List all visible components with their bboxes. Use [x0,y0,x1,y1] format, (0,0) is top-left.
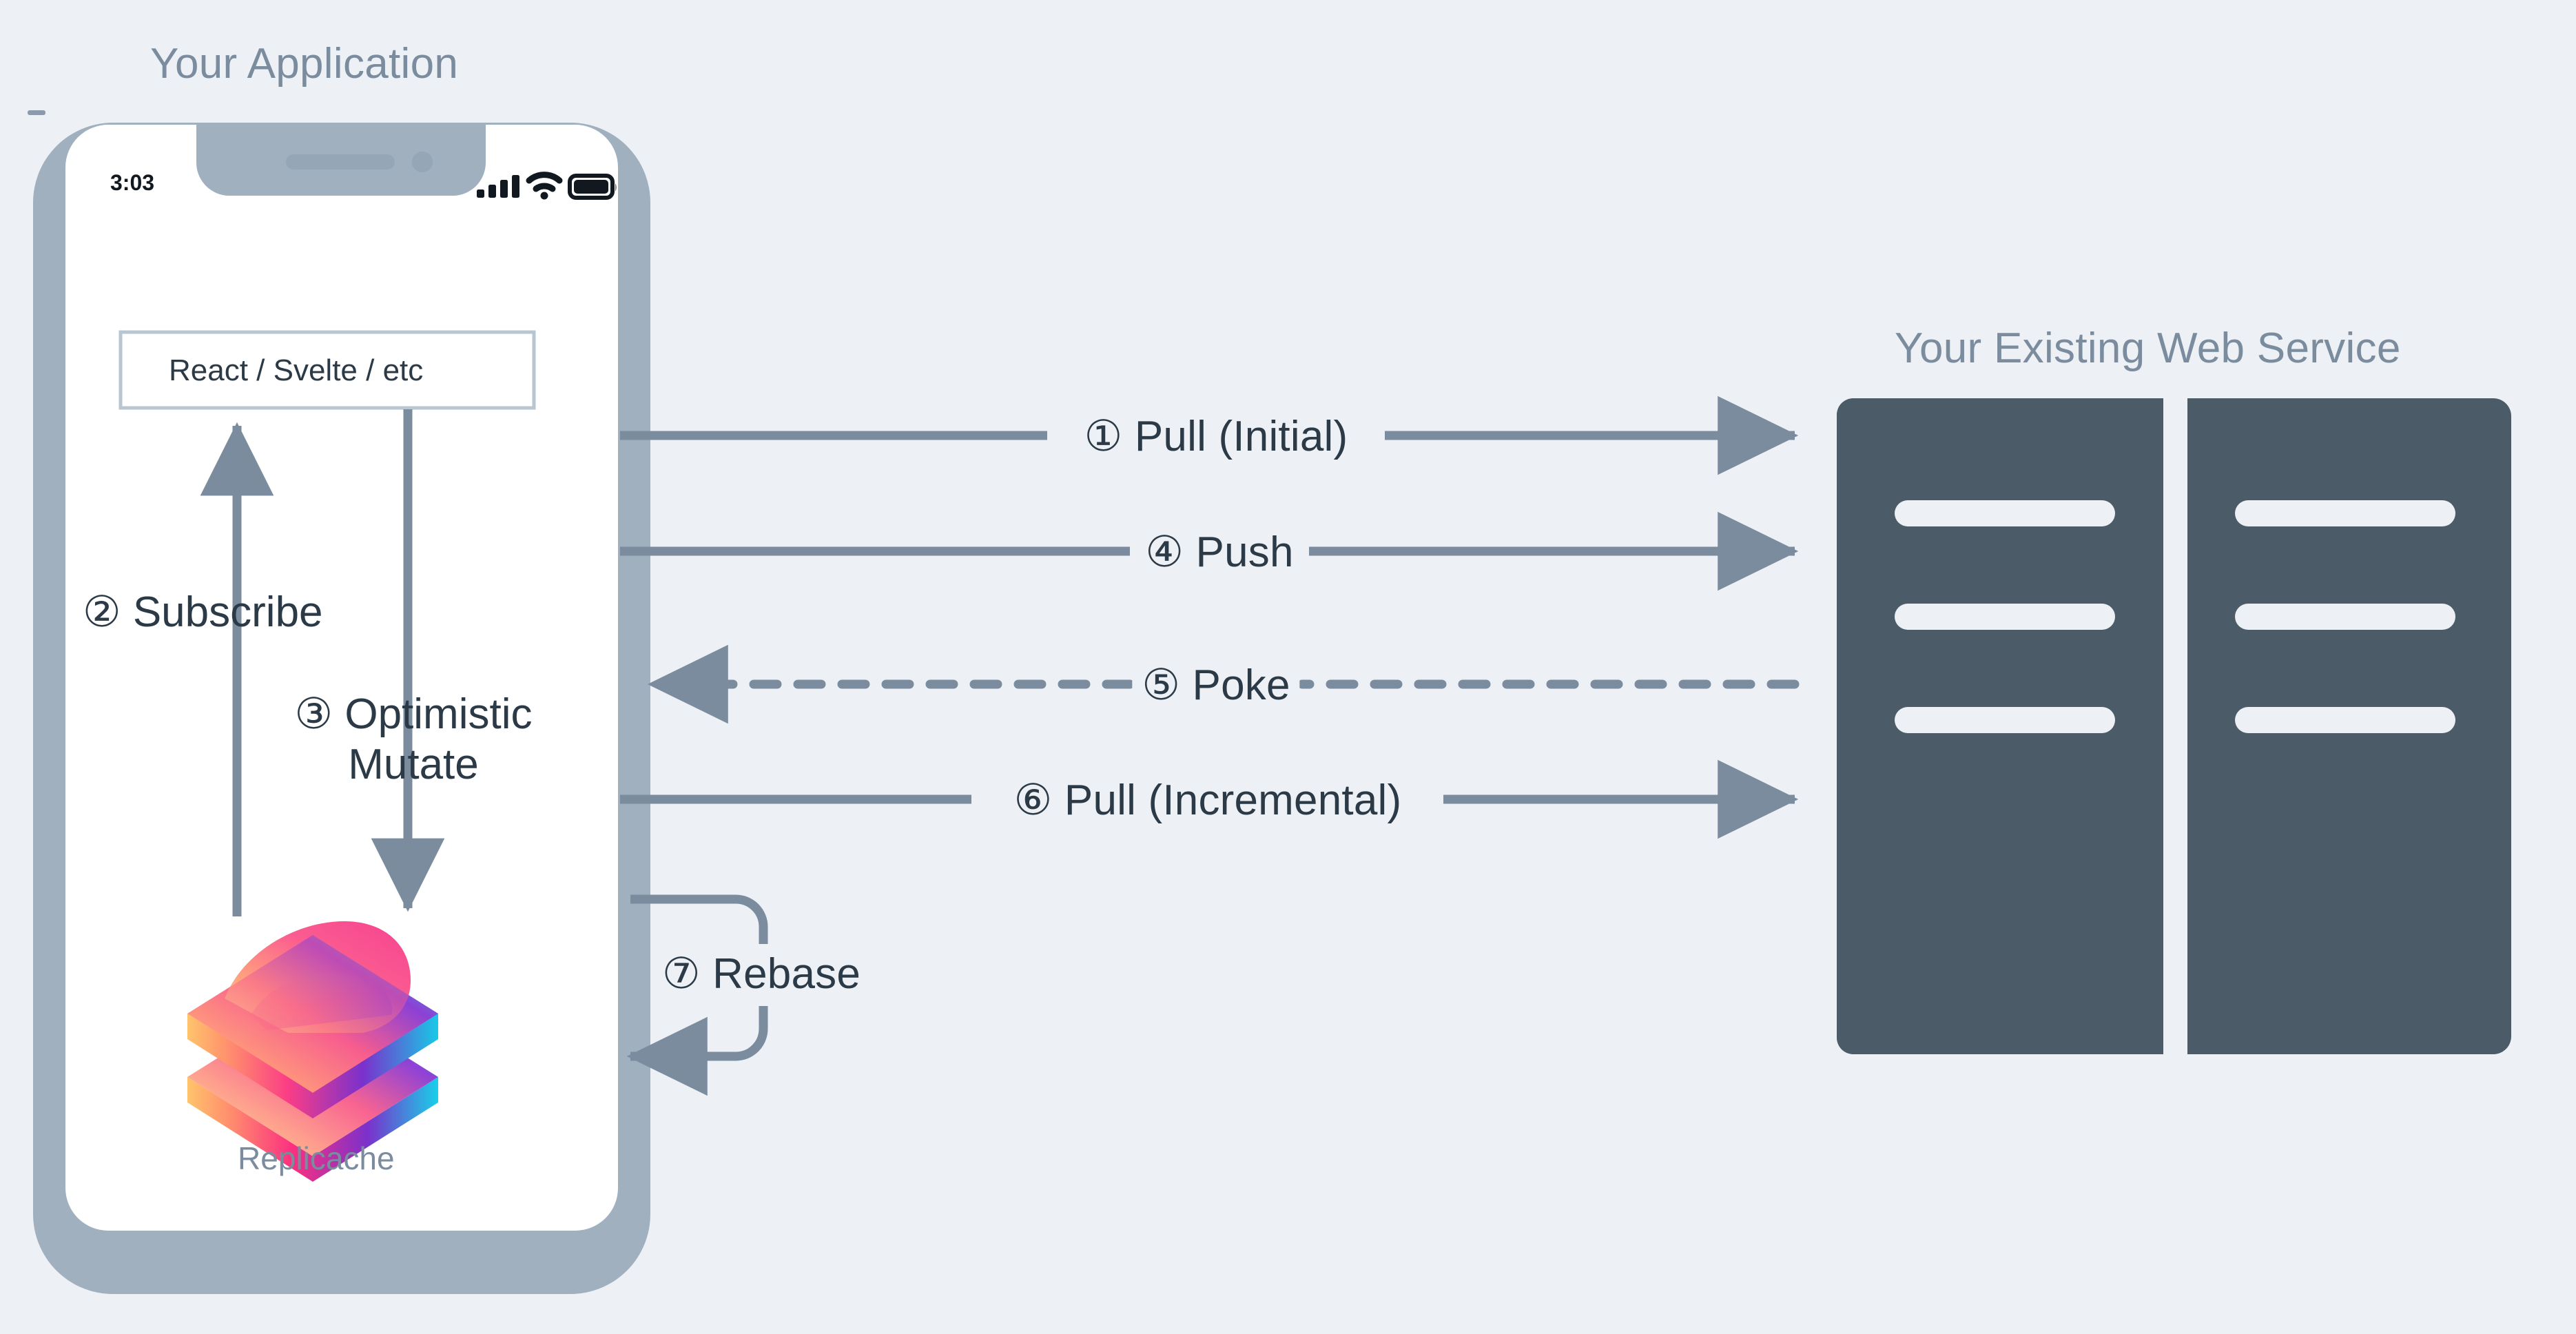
flow-label-poke: ⑤ Poke [1132,655,1300,713]
flow-label-rebase: ⑦ Rebase [652,944,871,1002]
server-bar [1895,500,2115,526]
framework-box-label: React / Svelte / etc [169,353,424,387]
internal-arrows [200,409,445,916]
server-bar [2235,604,2455,630]
flow-line-rebase [626,894,768,1096]
front-camera-icon [412,152,433,172]
framework-box [119,330,536,410]
server-bar [1895,604,2115,630]
status-bar-icons [477,172,617,200]
step-mutate-text-line2: Mutate [348,741,479,789]
phone-device [33,123,650,1294]
flow-label-pull-incremental: ⑥ Pull (Incremental) [1004,770,1412,828]
phone-notch [196,125,486,196]
server-bar [2235,500,2455,526]
flow-label-pull-initial: ① Pull (Initial) [1074,407,1358,464]
flow-label-push: ④ Push [1135,522,1304,580]
status-bar-time: 3:03 [110,170,155,195]
step-subscribe-number: ② [83,588,121,636]
server-rack-right [2187,398,2511,1054]
step-subscribe-label: ② Subscribe [83,587,386,637]
wifi-icon [526,172,563,200]
server-bar [1895,707,2115,733]
server-bar [2235,707,2455,733]
server-rack-left [1837,398,2163,1054]
step-mutate-label: ③ Optimistic Mutate [262,689,565,790]
client-title: Your Application [150,40,459,88]
step-subscribe-text: Subscribe [132,588,323,636]
step-mutate-number: ③ [294,690,333,738]
speaker-grille [286,154,395,170]
tick-mark [28,110,45,115]
step-mutate-text-line1: Optimistic [344,690,533,738]
battery-icon [568,174,617,200]
replicache-logo [187,921,438,1182]
server-group [1837,398,2511,1054]
server-title: Your Existing Web Service [1895,325,2401,372]
replicache-label: Replicache [238,1140,395,1176]
cellular-signal-icon [477,175,519,198]
